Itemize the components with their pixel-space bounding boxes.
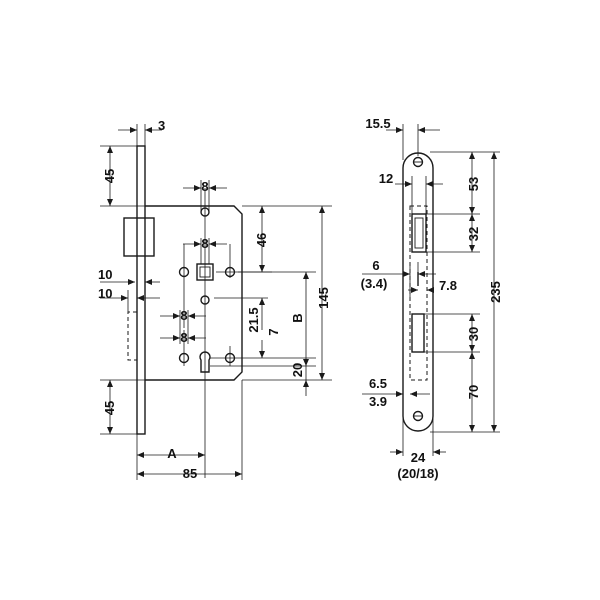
dim-label: 10 — [98, 286, 112, 301]
lock-side-view: 3 45 45 8 8 10 10 8 8 46 21.5 7 B 145 20… — [98, 118, 332, 481]
dim-label: B — [290, 313, 305, 322]
dim-label: 8 — [180, 330, 187, 345]
dim-label: 8 — [201, 236, 208, 251]
dim-label: 8 — [180, 308, 187, 323]
dim-label: 46 — [254, 233, 269, 247]
dim-label: A — [167, 446, 177, 461]
faceplate-front-view: 15.5 12 53 32 6 (3.4) 7.8 235 30 6.5 3.9… — [361, 116, 503, 481]
dim-label: 70 — [466, 385, 481, 399]
dim-label: 6.5 — [369, 376, 387, 391]
dim-label: 3.9 — [369, 394, 387, 409]
dim-label: 20 — [290, 363, 305, 377]
dim-label: 45 — [102, 169, 117, 183]
latch-bolt — [123, 217, 155, 257]
dim-label: 24 — [411, 450, 426, 465]
lock-case — [145, 205, 243, 381]
dim-label: 3 — [158, 118, 165, 133]
dim-label: 45 — [102, 401, 117, 415]
dim-label: 145 — [316, 287, 331, 309]
faceplate-outline — [402, 152, 434, 432]
dim-label: 15.5 — [365, 116, 390, 131]
bolt-opening — [411, 313, 425, 353]
dim-label: (20/18) — [397, 466, 438, 481]
dim-label: 7 — [266, 328, 281, 335]
dim-label: 8 — [201, 179, 208, 194]
dim-label: 21.5 — [246, 307, 261, 332]
dim-label: 85 — [183, 466, 197, 481]
dim-label: 7.8 — [439, 278, 457, 293]
keyhole — [199, 351, 211, 373]
dim-label: 235 — [488, 281, 503, 303]
dim-label: (3.4) — [361, 276, 388, 291]
latch-opening — [411, 213, 427, 253]
dim-label: 32 — [466, 227, 481, 241]
dim-label: 53 — [466, 177, 481, 191]
dim-label: 6 — [372, 258, 379, 273]
dim-label: 12 — [379, 171, 393, 186]
dim-label: 10 — [98, 267, 112, 282]
screw-hole — [412, 410, 424, 422]
deadbolt-outline — [127, 311, 137, 361]
dim-label: 30 — [466, 327, 481, 341]
faceplate — [136, 145, 146, 435]
screw-hole — [412, 156, 424, 168]
